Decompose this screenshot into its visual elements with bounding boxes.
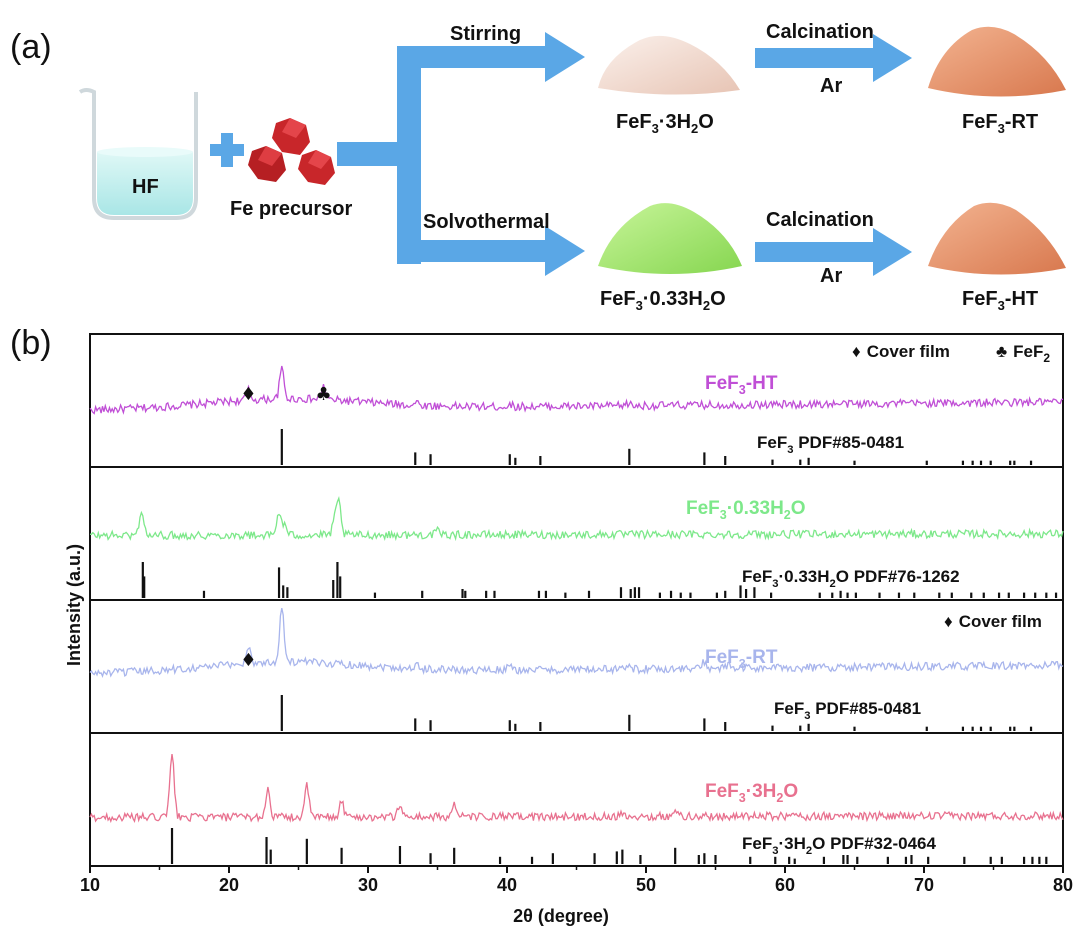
- gas-top-label: Ar: [820, 75, 842, 97]
- reference-label-2: FeF3·0.33H2O PDF#76-1262: [742, 567, 960, 590]
- series-label-1: FeF3-HT: [705, 373, 778, 397]
- gas-bottom-label: Ar: [820, 265, 842, 287]
- xrd-trace-1: [89, 365, 1064, 415]
- powder-green-icon: [598, 203, 742, 274]
- peak-marker: ♦: [240, 650, 256, 671]
- product-fef3-ht: FeF3-HT: [962, 288, 1038, 313]
- y-axis-label: Intensity (a.u.): [64, 544, 84, 666]
- x-tick-label: 60: [775, 875, 795, 895]
- x-tick-label: 20: [219, 875, 239, 895]
- route-solvothermal: Solvothermal: [423, 211, 550, 233]
- plus-icon: [210, 133, 244, 167]
- branch-arrow: [337, 32, 585, 276]
- reference-label-1: FeF3 PDF#85-0481: [757, 433, 904, 456]
- beaker-icon: [78, 88, 198, 220]
- calcination-bottom-label: Calcination: [766, 209, 874, 231]
- panel-a: (a) HF Fe precursor: [10, 21, 1066, 313]
- powder-white-icon: [598, 35, 740, 95]
- product-fef3-rt: FeF3-RT: [962, 111, 1038, 136]
- product-fef3-033h2o: FeF3·0.33H2O: [600, 288, 726, 313]
- xrd-trace-4: [89, 754, 1064, 824]
- plot-traces: [89, 365, 1064, 824]
- panel-b: (b) ♦Cover film ♣FeF2 ♦Cover film Intens…: [10, 324, 1073, 926]
- product-fef3-3h2o: FeF3·3H2O: [616, 111, 714, 136]
- x-axis-label: 2θ (degree): [513, 906, 609, 926]
- legend-cover-film-top: ♦Cover film: [852, 342, 950, 361]
- beaker-label: HF: [132, 176, 159, 198]
- x-tick-label: 70: [914, 875, 934, 895]
- reference-label-4: FeF3·3H2O PDF#32-0464: [742, 834, 936, 857]
- peak-marker: ♦: [240, 384, 256, 405]
- calcination-top-label: Calcination: [766, 21, 874, 43]
- x-tick-label: 50: [636, 875, 656, 895]
- crystal-icon: [248, 118, 335, 185]
- panel-a-label: (a): [10, 28, 52, 66]
- series-label-4: FeF3·3H2O: [705, 781, 798, 805]
- calcination-arrow-bottom: [755, 228, 912, 276]
- xrd-trace-3: [89, 607, 1064, 678]
- x-tick-label: 80: [1053, 875, 1073, 895]
- x-tick-label: 10: [80, 875, 100, 895]
- plot-frames: [89, 333, 1064, 867]
- powder-orange-top-icon: [928, 26, 1066, 97]
- reference-label-3: FeF3 PDF#85-0481: [774, 699, 921, 722]
- peak-marker: ♣: [315, 384, 331, 405]
- x-tick-label: 30: [358, 875, 378, 895]
- legend-fef2: ♣FeF2: [996, 342, 1050, 365]
- series-label-3: FeF3-RT: [705, 647, 778, 671]
- legend-cover-film-third: ♦Cover film: [944, 612, 1042, 631]
- calcination-arrow-top: [755, 34, 912, 82]
- xrd-trace-2: [89, 496, 1064, 542]
- powder-orange-bottom-icon: [928, 202, 1066, 275]
- route-stirring: Stirring: [450, 23, 521, 45]
- x-axis: 10 20 30 40 50 60 70 80: [80, 866, 1073, 895]
- panel-b-label: (b): [10, 324, 52, 362]
- plot-refs: [141, 429, 1058, 864]
- x-tick-label: 40: [497, 875, 517, 895]
- precursor-label: Fe precursor: [230, 198, 352, 220]
- series-label-2: FeF3·0.33H2O: [686, 498, 806, 522]
